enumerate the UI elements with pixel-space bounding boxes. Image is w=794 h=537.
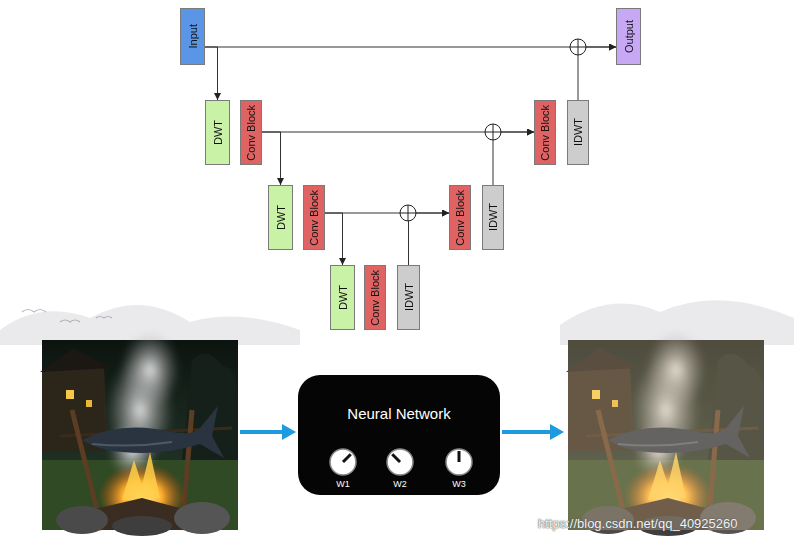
node-label: IDWT: [572, 118, 584, 146]
idwt-box: IDWT: [397, 265, 420, 330]
node-label: W1: [336, 479, 350, 489]
output-box: Output: [616, 8, 641, 65]
input-box: Input: [180, 8, 205, 65]
node-label: IDWT: [403, 283, 415, 311]
knob-dial: [444, 447, 474, 477]
node-label: DWT: [275, 205, 287, 230]
connector-arrow: [493, 132, 534, 185]
conv-block: Conv Block: [534, 100, 556, 165]
input-image: [40, 330, 238, 536]
node-label: Conv Block: [245, 105, 257, 161]
node-label: W3: [452, 479, 466, 489]
node-label: DWT: [337, 285, 349, 310]
network-box: Neural NetworkW1 W2 W3: [298, 375, 500, 495]
dwt-box: DWT: [330, 265, 355, 330]
idwt-box: IDWT: [482, 185, 504, 250]
birds: [22, 310, 112, 323]
connector-arrow: [205, 47, 616, 48]
weight-knob: W2: [385, 447, 415, 491]
node-label: Output: [623, 20, 635, 53]
knob-dial: [328, 447, 358, 477]
conv-block: Conv Block: [364, 265, 386, 330]
node-label: Conv Block: [539, 105, 551, 161]
sum-junction: [570, 39, 586, 55]
node-label: Neural Network: [347, 405, 450, 422]
weight-knob: W3: [444, 447, 474, 491]
knob-dial: [385, 447, 415, 477]
connector-arrow: [578, 47, 616, 100]
conv-block: Conv Block: [449, 185, 471, 250]
node-label: DWT: [212, 120, 224, 145]
connector-arrow: [409, 213, 450, 265]
node-label: W2: [393, 479, 407, 489]
output-image: [566, 330, 764, 536]
node-label: Input: [187, 24, 199, 48]
conv-block: Conv Block: [240, 100, 262, 165]
idwt-box: IDWT: [567, 100, 589, 165]
connector-arrow: [262, 132, 281, 185]
node-label: IDWT: [487, 203, 499, 231]
sum-junction: [485, 124, 501, 140]
conv-block: Conv Block: [303, 185, 325, 250]
watermark: https://blog.csdn.net/qq_40925260: [538, 516, 738, 531]
connector-arrow: [205, 47, 218, 100]
connector-arrow: [325, 213, 343, 265]
dwt-box: DWT: [268, 185, 293, 250]
node-label: Conv Block: [308, 190, 320, 246]
sum-junction: [400, 205, 416, 221]
node-label: Conv Block: [454, 190, 466, 246]
dwt-box: DWT: [205, 100, 230, 165]
weight-knob: W1: [328, 447, 358, 491]
node-label: Conv Block: [369, 270, 381, 326]
